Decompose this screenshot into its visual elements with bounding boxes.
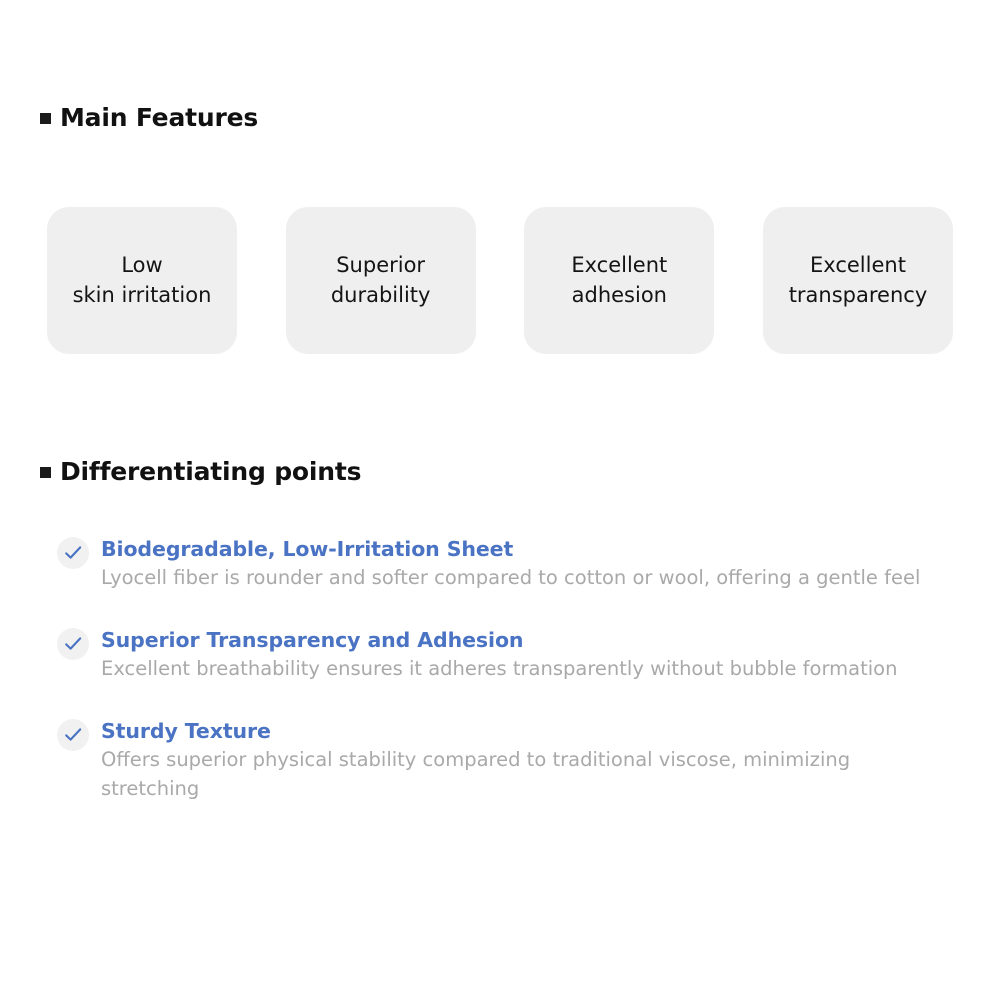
list-item-body: Biodegradable, Low-Irritation Sheet Lyoc… <box>101 536 957 593</box>
list-item-title: Biodegradable, Low-Irritation Sheet <box>101 537 514 561</box>
feature-card-low-skin-irritation[interactable]: Low skin irritation <box>47 207 237 354</box>
check-icon <box>57 718 89 751</box>
filled-square-bullet-icon <box>40 113 51 124</box>
feature-card-label: Low skin irritation <box>72 252 212 307</box>
feature-card-superior-durability[interactable]: Superior durability <box>285 207 476 354</box>
list-item-title: Sturdy Texture <box>101 718 271 743</box>
feature-cards-row: Low skin irritation Superior durability … <box>47 207 953 354</box>
list-item[interactable]: Superior Transparency and Adhesion Excel… <box>57 627 957 684</box>
list-item-title: Superior Transparency and Adhesion <box>101 627 524 652</box>
check-icon <box>57 537 89 569</box>
section-heading-label: Differentiating points <box>60 457 362 486</box>
list-item[interactable]: Biodegradable, Low-Irritation Sheet Lyoc… <box>57 536 957 593</box>
list-item-description: Excellent breathability ensures it adher… <box>101 657 898 681</box>
list-item-description: Lyocell fiber is rounder and softer comp… <box>101 566 921 590</box>
differentiating-points-list: Biodegradable, Low-Irritation Sheet Lyoc… <box>57 536 957 803</box>
feature-card-label: Superior durability <box>330 252 431 307</box>
section-heading-differentiating-points: Differentiating points <box>40 457 361 486</box>
filled-square-bullet-icon <box>40 467 51 478</box>
list-item[interactable]: Sturdy Texture Offers superior physical … <box>57 718 957 804</box>
section-heading-label: Main Features <box>60 103 259 132</box>
check-icon <box>57 627 89 660</box>
list-item-body: Superior Transparency and Adhesion Excel… <box>101 627 957 684</box>
feature-card-label: Excellent adhesion <box>571 252 668 307</box>
section-heading-main-features: Main Features <box>40 103 258 132</box>
feature-card-excellent-transparency[interactable]: Excellent transparency <box>762 207 953 354</box>
feature-card-label: Excellent transparency <box>788 252 928 307</box>
list-item-description: Offers superior physical stability compa… <box>101 748 851 800</box>
feature-card-excellent-adhesion[interactable]: Excellent adhesion <box>524 207 715 354</box>
list-item-body: Sturdy Texture Offers superior physical … <box>101 718 957 804</box>
